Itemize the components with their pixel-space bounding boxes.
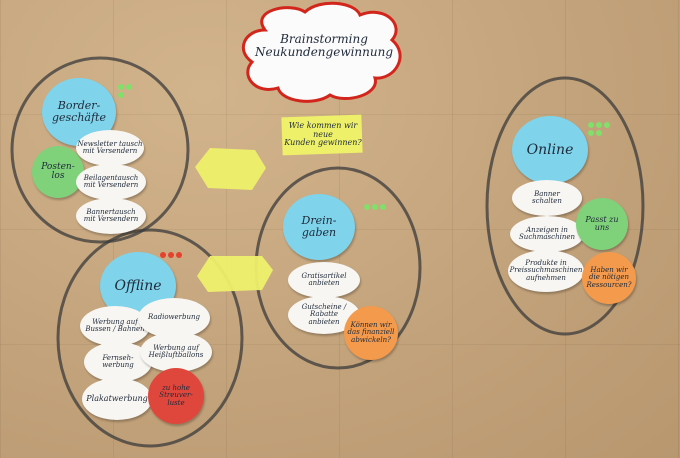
offline-item-1-line-1: Werbung auf bbox=[92, 317, 138, 326]
offline-item-5: Plakatwerbung bbox=[82, 378, 152, 420]
border-cost-line-1: Posten- bbox=[41, 161, 75, 172]
border-item-1-line-1: Newsletter tausch bbox=[77, 139, 143, 148]
offline-item-4: Werbung auf Heißluftballons bbox=[140, 332, 212, 372]
border-heading-line-1: Border- bbox=[57, 99, 101, 113]
online-item-1-line-1: Banner bbox=[534, 189, 560, 198]
online-item-1: Banner schalten bbox=[512, 180, 582, 216]
online-question-line-3: Ressourcen? bbox=[586, 280, 632, 289]
question-line-2: Kunden gewinnen? bbox=[284, 138, 362, 148]
border-item-1: Newsletter tausch mit Versendern bbox=[76, 130, 144, 166]
green-dot bbox=[118, 84, 124, 90]
offline-cost-line-2: Streuver- bbox=[159, 391, 193, 400]
question-card: Wie kommen wir neue Kunden gewinnen? bbox=[284, 118, 362, 152]
border-item-3: Bannertausch mit Versendern bbox=[76, 198, 146, 234]
dreingaben-heading-line-1: Drein- bbox=[301, 214, 337, 228]
border-item-2-line-1: Beilagentausch bbox=[83, 173, 139, 182]
online-question-card: Haben wir die nötigen Ressourcen? bbox=[582, 252, 636, 304]
border-green-dots bbox=[118, 84, 134, 98]
red-dot bbox=[168, 252, 174, 258]
online-heading-text: Online bbox=[526, 141, 574, 158]
red-dot bbox=[160, 252, 166, 258]
offline-item-3-line-2: werbung bbox=[102, 361, 134, 369]
offline-item-4-line-2: Heißluftballons bbox=[148, 351, 204, 359]
online-fit-line-2: uns bbox=[594, 223, 610, 232]
dreingaben-question-card: Können wir das finanziell abwickeln? bbox=[344, 306, 398, 360]
offline-item-4-line-1: Werbung auf bbox=[153, 343, 199, 352]
border-item-3-line-1: Bannertausch bbox=[86, 207, 136, 216]
dreingaben-question-line-2: das finanziell bbox=[347, 328, 395, 337]
border-cost-line-2: los bbox=[51, 171, 65, 181]
offline-item-2: Radiowerbung bbox=[138, 298, 210, 338]
title-line-1: Brainstorming bbox=[280, 32, 368, 47]
offline-item-5-line-1: Plakatwerbung bbox=[86, 393, 148, 403]
green-dot bbox=[596, 130, 602, 136]
border-item-1-line-2: mit Versendern bbox=[82, 147, 138, 155]
online-item-3-line-2: Preissuchmaschinen bbox=[509, 266, 583, 275]
offline-heading-text: Offline bbox=[114, 277, 162, 294]
online-cluster-outline bbox=[485, 76, 645, 336]
online-heading-card: Online bbox=[512, 116, 588, 184]
offline-cost-line-3: luste bbox=[167, 398, 185, 407]
dreingaben-item-1: Gratisartikel anbieten bbox=[288, 262, 360, 298]
offline-red-dots bbox=[160, 252, 182, 258]
yellow-arrow-lower bbox=[197, 256, 273, 292]
dreingaben-green-dots bbox=[364, 204, 386, 210]
green-dot bbox=[588, 130, 594, 136]
dreingaben-item-2-line-3: anbieten bbox=[308, 317, 340, 326]
title-text: Brainstorming Neukundengewinnung bbox=[255, 16, 393, 76]
title-cloud-shape bbox=[241, 1, 402, 103]
offline-cluster-outline bbox=[56, 228, 244, 448]
online-item-2-line-1: Anzeigen in bbox=[526, 225, 568, 234]
yellow-arrow-upper bbox=[195, 148, 266, 190]
online-question-line-2: die nötigen bbox=[589, 273, 629, 282]
online-fit-card: Passt zu uns bbox=[576, 198, 628, 250]
green-dot bbox=[126, 84, 132, 90]
online-question-line-1: Haben wir bbox=[590, 265, 628, 274]
online-item-2-line-2: Suchmaschinen bbox=[519, 233, 575, 241]
dreingaben-item-1-line-2: anbieten bbox=[308, 279, 340, 287]
green-dot bbox=[596, 122, 602, 128]
dreingaben-heading-line-2: gaben bbox=[301, 226, 337, 239]
question-line-1: Wie kommen wir neue bbox=[288, 121, 358, 139]
offline-item-2-line-1: Radiowerbung bbox=[148, 313, 200, 322]
online-item-1-line-2: schalten bbox=[532, 197, 562, 205]
green-dot bbox=[372, 204, 378, 210]
dreingaben-item-2-line-2: Rabatte bbox=[309, 310, 339, 319]
dreingaben-question-line-3: abwickeln? bbox=[351, 335, 391, 344]
offline-item-3-line-1: Fernseh- bbox=[102, 353, 134, 362]
green-dot bbox=[118, 92, 124, 98]
question-card-shape bbox=[281, 114, 363, 156]
online-fit-line-1: Passt zu bbox=[585, 214, 619, 224]
online-item-2: Anzeigen in Suchmaschinen bbox=[510, 216, 584, 252]
online-green-dots bbox=[588, 122, 614, 136]
border-item-2: Beilagentausch mit Versendern bbox=[76, 164, 146, 200]
border-item-3-line-2: mit Versendern bbox=[83, 215, 139, 223]
dreingaben-item-1-line-1: Gratisartikel bbox=[301, 271, 347, 280]
border-cluster-outline bbox=[10, 56, 190, 244]
dreingaben-item-2-line-1: Gutscheine / bbox=[301, 302, 347, 311]
online-item-3: Produkte in Preissuchmaschinen aufnehmen bbox=[508, 250, 584, 292]
dreingaben-question-line-1: Können wir bbox=[350, 320, 392, 329]
green-dot bbox=[380, 204, 386, 210]
border-item-2-line-2: mit Versendern bbox=[83, 181, 139, 189]
dreingaben-heading-card: Drein- gaben bbox=[283, 194, 355, 260]
online-item-3-line-1: Produkte in bbox=[525, 258, 567, 267]
border-cost-card: Posten- los bbox=[32, 146, 84, 198]
offline-cost-card: zu hohe Streuver- luste bbox=[148, 368, 204, 424]
green-dot bbox=[604, 122, 610, 128]
border-heading-line-2: geschäfte bbox=[51, 111, 106, 124]
title-line-2: Neukundengewinnung bbox=[254, 45, 394, 59]
offline-item-1-line-2: Bussen / Bahnen bbox=[85, 325, 145, 333]
online-item-3-line-3: aufnehmen bbox=[526, 273, 566, 282]
green-dot bbox=[364, 204, 370, 210]
offline-cost-line-1: zu hohe bbox=[162, 383, 190, 392]
red-dot bbox=[176, 252, 182, 258]
green-dot bbox=[588, 122, 594, 128]
